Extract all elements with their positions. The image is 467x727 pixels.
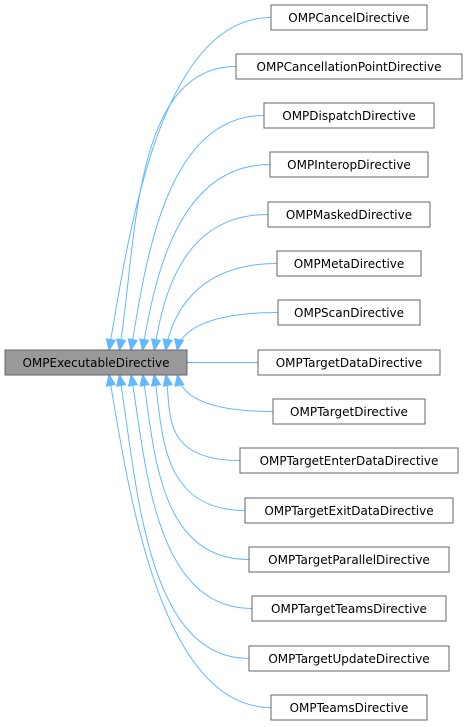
child-node-label: OMPMaskedDirective [286, 208, 412, 222]
child-node-box [272, 398, 426, 425]
inheritance-edge [153, 214, 269, 351]
edge-arrowhead [116, 338, 127, 352]
child-node-box [270, 4, 428, 31]
node-omp-masked-directive[interactable]: OMPMaskedDirective [267, 201, 431, 228]
node-omp-cancellation-point-directive[interactable]: OMPCancellationPointDirective [235, 53, 463, 80]
edge-arrowhead [116, 373, 127, 387]
edge-arrowhead [139, 373, 150, 387]
node-omp-target-update-directive[interactable]: OMPTargetUpdateDirective [248, 645, 450, 672]
node-omp-target-directive[interactable]: OMPTargetDirective [272, 398, 426, 425]
node-omp-scan-directive[interactable]: OMPScanDirective [277, 299, 421, 326]
node-omp-target-teams-directive[interactable]: OMPTargetTeamsDirective [251, 595, 447, 622]
child-node-label: OMPDispatchDirective [282, 109, 416, 123]
inheritance-edge [165, 263, 278, 351]
child-node-box [263, 102, 435, 129]
edge-arrowhead [162, 338, 173, 352]
inheritance-edge [142, 374, 250, 560]
inheritance-edge [130, 374, 253, 609]
child-node-box [239, 447, 459, 474]
node-omp-target-parallel-directive[interactable]: OMPTargetParallelDirective [248, 546, 450, 573]
child-node-box [235, 53, 463, 80]
root-node-label: OMPExecutableDirective [22, 356, 169, 370]
edge-arrowhead [139, 338, 150, 352]
child-node-label: OMPTargetUpdateDirective [268, 652, 429, 666]
node-omp-target-enter-data-directive[interactable]: OMPTargetEnterDataDirective [239, 447, 459, 474]
child-node-label: OMPTargetDataDirective [276, 356, 423, 370]
inheritance-edge [130, 115, 265, 351]
child-node-label: OMPScanDirective [294, 306, 404, 320]
node-omp-cancel-directive[interactable]: OMPCancelDirective [270, 4, 428, 31]
inheritance-edge [176, 312, 279, 351]
child-node-box [270, 694, 428, 721]
node-root[interactable]: OMPExecutableDirective [4, 349, 188, 376]
inheritance-edge [176, 374, 274, 412]
child-node-label: OMPTargetTeamsDirective [271, 602, 427, 616]
inheritance-edges [105, 17, 279, 708]
child-node-box [277, 299, 421, 326]
edge-arrowhead [127, 338, 138, 352]
edge-arrowhead [162, 373, 174, 387]
child-node-box [276, 250, 422, 277]
child-node-label: OMPTargetEnterDataDirective [260, 454, 439, 468]
child-node-label: OMPTargetDirective [290, 405, 408, 419]
node-omp-dispatch-directive[interactable]: OMPDispatchDirective [263, 102, 435, 129]
child-node-box [267, 201, 431, 228]
child-node-label: OMPTeamsDirective [290, 701, 409, 715]
child-node-label: OMPMetaDirective [294, 257, 405, 271]
child-node-label: OMPTargetParallelDirective [268, 553, 430, 567]
child-node-box [251, 595, 447, 622]
edge-arrowhead [105, 373, 117, 387]
child-node-box [257, 349, 441, 376]
child-node-label: OMPCancellationPointDirective [257, 60, 442, 74]
child-node-label: OMPCancelDirective [288, 11, 409, 25]
child-node-label: OMPInteropDirective [287, 158, 411, 172]
inheritance-edge [108, 17, 272, 351]
edge-arrowhead [105, 338, 117, 352]
node-omp-meta-directive[interactable]: OMPMetaDirective [276, 250, 422, 277]
root-node-box [4, 349, 188, 376]
edge-arrowhead [127, 373, 139, 387]
child-node-label: OMPTargetExitDataDirective [264, 504, 433, 518]
child-node-box [244, 497, 454, 524]
inheritance-edge [153, 374, 246, 511]
inheritance-edge [141, 164, 271, 351]
edge-arrowhead [150, 338, 162, 352]
inheritance-edge [118, 374, 250, 659]
child-node-box [248, 546, 450, 573]
node-omp-target-data-directive[interactable]: OMPTargetDataDirective [257, 349, 441, 376]
inheritance-edge [108, 374, 272, 708]
inheritance-edge [165, 374, 241, 461]
child-node-box [269, 151, 429, 178]
node-omp-interop-directive[interactable]: OMPInteropDirective [269, 151, 429, 178]
edge-arrowhead [173, 338, 185, 352]
child-node-box [248, 645, 450, 672]
inheritance-edge [118, 66, 237, 351]
edge-arrowhead [174, 373, 185, 387]
node-omp-target-exit-data-directive[interactable]: OMPTargetExitDataDirective [244, 497, 454, 524]
edge-arrowhead [150, 373, 162, 387]
node-omp-teams-directive[interactable]: OMPTeamsDirective [270, 694, 428, 721]
